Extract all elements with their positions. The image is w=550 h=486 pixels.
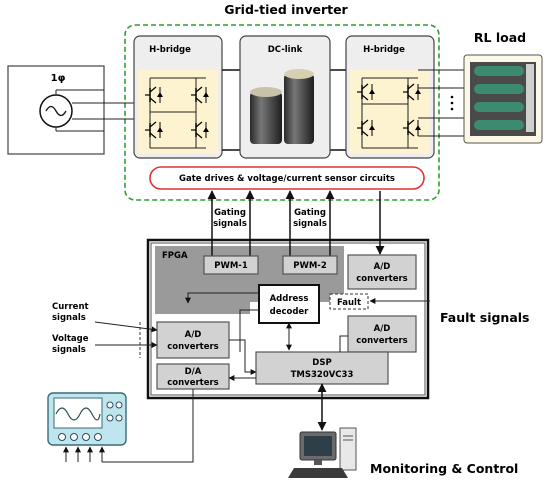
ad-converter-right: A/D converters xyxy=(347,315,417,353)
resistor-bank-icon xyxy=(463,54,543,144)
ad-top-line2: converters xyxy=(356,274,408,284)
gate-drives-label: Gate drives & voltage/current sensor cir… xyxy=(179,174,395,184)
ad-converter-top: A/D converters xyxy=(347,254,417,290)
source-label: 1φ xyxy=(51,73,66,84)
voltage-signals-label: Voltage signals xyxy=(52,334,89,355)
gating-right-line1: Gating xyxy=(294,208,326,218)
monitoring-label: Monitoring & Control xyxy=(370,461,518,476)
rl-load-title: RL load xyxy=(474,30,526,45)
gating-left-line1: Gating xyxy=(214,208,246,218)
h-bridge-left: H-bridge xyxy=(133,35,223,159)
ac-source: 1φ xyxy=(7,65,105,155)
capacitor-icon xyxy=(250,69,314,144)
ac-source-icon xyxy=(39,94,73,128)
fault-block: Fault xyxy=(329,293,369,310)
address-line1: Address xyxy=(270,294,309,304)
gating-signals-right: Gating signals xyxy=(293,208,327,229)
gate-drives-bar: Gate drives & voltage/current sensor cir… xyxy=(149,166,425,190)
gating-left-line2: signals xyxy=(213,219,247,229)
current-line2: signals xyxy=(52,313,86,323)
inverter-title: Grid-tied inverter xyxy=(224,2,348,17)
dsp-block: DSP TMS320VC33 xyxy=(255,351,389,385)
dc-link-label: DC-link xyxy=(268,45,303,55)
da-line1: D/A xyxy=(185,367,202,377)
ad-right-line2: converters xyxy=(356,336,408,346)
dc-link: DC-link xyxy=(239,35,331,159)
inverter-container xyxy=(124,24,440,201)
oscilloscope-icon xyxy=(47,392,127,446)
wire-ellipsis xyxy=(450,95,454,111)
pwm1-block: PWM-1 xyxy=(203,255,259,275)
ad-top-line1: A/D xyxy=(374,262,391,272)
pwm2-label: PWM-2 xyxy=(293,261,327,271)
ad-left-line2: converters xyxy=(167,342,219,352)
ad-converter-left: A/D converters xyxy=(156,321,230,359)
gating-right-line2: signals xyxy=(293,219,327,229)
gating-signals-left: Gating signals xyxy=(213,208,247,229)
voltage-line1: Voltage xyxy=(52,334,89,344)
da-line2: converters xyxy=(167,378,219,388)
ad-right-line1: A/D xyxy=(374,324,391,334)
dsp-line2: TMS320VC33 xyxy=(291,370,354,380)
computer-icon xyxy=(288,427,357,478)
fault-signals-label: Fault signals xyxy=(440,310,529,325)
fpga-label: FPGA xyxy=(162,251,188,261)
da-converter: D/A converters xyxy=(156,363,230,390)
current-signals-label: Current signals xyxy=(52,302,89,323)
ad-left-line1: A/D xyxy=(185,330,202,340)
voltage-line2: signals xyxy=(52,345,86,355)
pwm1-label: PWM-1 xyxy=(214,261,248,271)
address-line2: decoder xyxy=(270,307,310,317)
address-decoder: Address decoder xyxy=(258,284,320,324)
h-bridge-left-label: H-bridge xyxy=(149,45,191,55)
h-bridge-right: H-bridge xyxy=(345,35,435,159)
fault-label: Fault xyxy=(337,298,361,308)
h-bridge-right-label: H-bridge xyxy=(363,45,405,55)
dsp-line1: DSP xyxy=(312,358,331,368)
current-line1: Current xyxy=(52,302,89,312)
pwm2-block: PWM-2 xyxy=(282,255,338,275)
